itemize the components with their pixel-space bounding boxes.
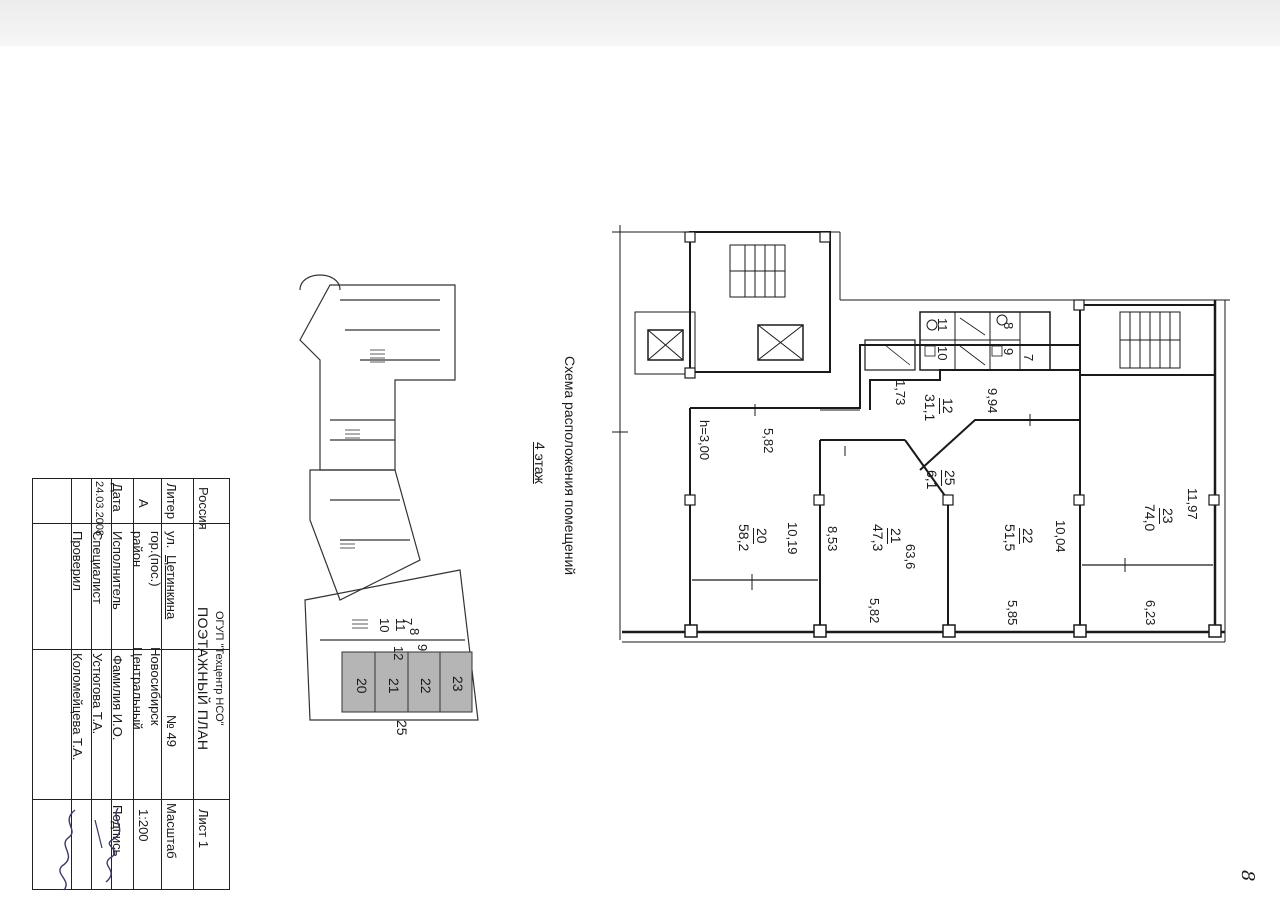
dim-h300: h=3,00 — [697, 420, 712, 461]
title-stamp: Россия ОГУП "Техцентр НСО" ПОЭТАЖНЫЙ ПЛА… — [32, 478, 230, 890]
key-plan-upper-wing — [299, 284, 456, 471]
room-25-area: 6,1 — [924, 470, 940, 490]
stamp-district-value: Центральный — [130, 647, 145, 730]
stamp-scale-label: Масштаб — [164, 803, 179, 859]
room-12-area: 31,1 — [922, 394, 938, 422]
room-10: 10 — [935, 346, 950, 361]
room-11: 11 — [935, 318, 950, 332]
dim-623: 6,23 — [1143, 600, 1158, 626]
stamp-row1-name: Устюгова Т.А. — [90, 653, 105, 735]
stamp-row1-date: 24.03.2008 — [93, 481, 105, 537]
room-9: 9 — [1001, 348, 1016, 356]
stamp-col-date: Дата — [110, 483, 125, 512]
room-23-area: 74,0 — [1142, 504, 1158, 532]
key-label-22: 22 — [418, 678, 434, 694]
key-plan-middle-wing — [309, 469, 421, 601]
room-22-num: 22 — [1019, 528, 1036, 544]
key-label-12: 12 — [391, 646, 406, 661]
signature-image — [59, 807, 121, 891]
room-21-num: 21 — [887, 528, 904, 544]
floor-title: 4 этаж — [532, 442, 548, 484]
stamp-col-executor: Исполнитель — [110, 531, 125, 610]
room-22-area: 51,5 — [1002, 524, 1018, 552]
room-20-num: 20 — [753, 528, 770, 544]
stamp-district-label: район — [130, 531, 145, 568]
dim-173: 1,73 — [893, 380, 908, 406]
stamp-org: ОГУП "Техцентр НСО" — [213, 611, 225, 726]
dim-582-bottom: 5,82 — [867, 598, 882, 624]
stamp-row2-role: Проверил — [70, 531, 85, 591]
room-23-num: 23 — [1159, 508, 1176, 524]
dim-1004: 10,04 — [1053, 520, 1068, 553]
stamp-row2-name: Коломейцева Т.А. — [70, 653, 85, 761]
room-7: 7 — [1021, 354, 1036, 362]
scan-top-band — [0, 0, 1280, 46]
key-label-20: 20 — [354, 678, 370, 694]
room-25-num: 25 — [941, 470, 958, 486]
key-plan-lower-wing — [304, 569, 479, 721]
plan-title: Схема расположения помещений — [562, 356, 578, 576]
stamp-col-name: Фамилия И.О. — [110, 655, 125, 741]
dim-585: 5,85 — [1005, 600, 1020, 626]
stamp-street-label: ул. — [164, 531, 179, 549]
stamp-house-no: № 49 — [164, 715, 179, 748]
stamp-litera-value: А — [136, 499, 151, 508]
stamp-scale-value: 1:200 — [136, 809, 151, 842]
dim-1019: 10,19 — [785, 522, 800, 555]
stamp-country: Россия — [196, 487, 211, 530]
dim-582-top: 5,82 — [761, 428, 776, 454]
key-label-8: 8 — [407, 628, 422, 636]
room-8: 8 — [1001, 322, 1016, 330]
key-label-11: 11 — [393, 618, 408, 632]
key-label-21: 21 — [386, 678, 402, 694]
room-12-num: 12 — [939, 398, 956, 414]
room-20-area: 58,2 — [736, 524, 752, 552]
key-label-10: 10 — [377, 618, 392, 633]
stamp-city-label: гор.(пос.) — [148, 531, 163, 587]
corner-mark: 8 — [1237, 870, 1258, 882]
dim-853: 8,53 — [825, 526, 840, 552]
dim-994: 9,94 — [985, 388, 1000, 414]
stamp-sheet: Лист 1 — [196, 809, 211, 849]
key-label-23: 23 — [450, 676, 466, 692]
dim-1197: 11,97 — [1185, 488, 1200, 520]
stamp-row1-role: Специалист — [90, 531, 105, 604]
key-label-9: 9 — [415, 644, 430, 652]
dim-636: 63,6 — [903, 544, 918, 570]
key-label-25: 25 — [394, 720, 410, 736]
stamp-litera-label: Литер — [164, 483, 179, 520]
stamp-city-value: Новосибирск — [148, 647, 163, 726]
stamp-doc-type: ПОЭТАЖНЫЙ ПЛАН — [195, 607, 211, 751]
key-plan-bay — [299, 274, 341, 291]
stamp-street-name: Цетинкина — [164, 555, 179, 620]
room-21-area: 47,3 — [870, 524, 886, 552]
